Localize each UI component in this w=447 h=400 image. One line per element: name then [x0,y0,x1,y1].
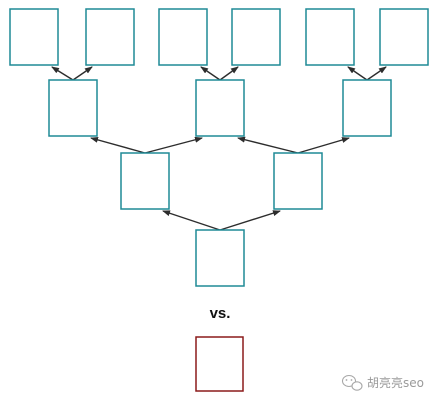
tree-node-level3-1 [9,8,59,66]
tree-node-level3-5 [305,8,355,66]
edge-n-l1-left-to-n-l2-2 [144,136,203,154]
edge-n-root-to-n-l1-right [219,210,281,231]
watermark: 胡亮亮seo [341,374,424,391]
tree-node-level3-4 [231,8,281,66]
tree-node-level3-2 [85,8,135,66]
edge-n-l2-1-to-n-l3-1 [51,66,74,81]
edge-n-l1-right-to-n-l2-2 [237,136,299,154]
edge-n-l2-1-to-n-l3-2 [72,66,93,81]
watermark-text: 胡亮亮seo [367,375,424,390]
single-node [195,336,244,392]
edge-n-l2-2-to-n-l3-4 [219,66,239,81]
edge-n-l2-3-to-n-l3-6 [366,66,387,81]
tree-node-level3-6 [379,8,429,66]
tree-node-root [195,229,245,287]
tree-node-level2-3 [342,79,392,137]
tree-node-level2-1 [48,79,98,137]
edge-n-l1-left-to-n-l2-1 [90,136,146,154]
tree-node-level1-right [273,152,323,210]
edge-n-root-to-n-l1-left [162,210,221,231]
edge-n-l2-3-to-n-l3-5 [347,66,368,81]
tree-node-level3-3 [158,8,208,66]
edge-n-l1-right-to-n-l2-3 [297,137,350,154]
wechat-icon [341,374,363,391]
vs-label: vs. [210,305,231,322]
tree-node-level2-2 [195,79,245,137]
edge-n-l2-2-to-n-l3-3 [200,66,221,81]
tree-node-level1-left [120,152,170,210]
edges-layer [51,66,387,231]
